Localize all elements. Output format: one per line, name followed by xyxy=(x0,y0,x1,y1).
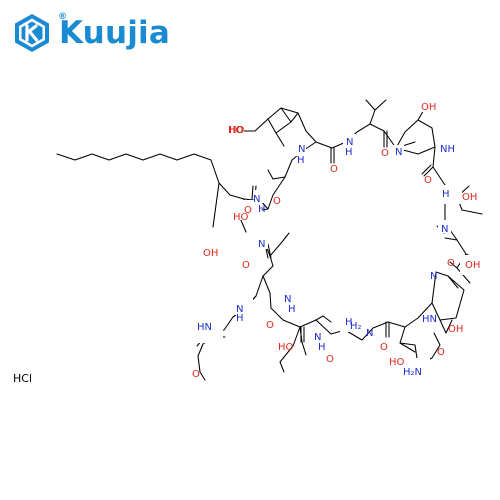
oxygen-label: HO xyxy=(389,357,405,368)
nitrogen-label: H₂N xyxy=(403,367,422,378)
oxygen-label: O xyxy=(192,369,200,380)
salt-label: HCl xyxy=(13,372,33,385)
bond-lines xyxy=(56,99,483,381)
oxygen-label: O xyxy=(381,148,389,159)
k-hexagon-icon xyxy=(15,14,49,52)
registered-mark: ® xyxy=(58,12,67,22)
svg-text:H: H xyxy=(236,313,244,324)
oxygen-label: O xyxy=(424,175,432,186)
nitrogen-label: HN xyxy=(422,314,437,325)
nitrogen-label: N xyxy=(366,328,373,339)
oxygen-label: O xyxy=(244,205,252,216)
atom-labels: HO HO HO N H N H O O N OH NH O OH H N OH… xyxy=(192,100,484,380)
svg-text:HO: HO xyxy=(228,125,244,136)
oxygen-label: O xyxy=(380,342,388,353)
oxygen-label: HO xyxy=(278,342,294,353)
svg-text:H: H xyxy=(258,204,266,215)
nitrogen-label: H xyxy=(345,317,353,328)
oxygen-label: OH xyxy=(203,248,218,259)
nitrogen-label: N xyxy=(441,224,448,235)
svg-text:H: H xyxy=(345,147,353,158)
svg-text:H: H xyxy=(288,304,296,315)
oxygen-label: O xyxy=(266,320,274,331)
oxygen-label: O xyxy=(447,258,455,269)
oxygen-label: OH xyxy=(465,260,480,271)
svg-text:HO: HO xyxy=(228,125,244,136)
nitrogen-label: N xyxy=(258,239,265,250)
brand-name: Kuujia xyxy=(59,15,170,51)
nitrogen-label: N xyxy=(430,271,437,282)
nitrogen-label: N xyxy=(236,304,243,315)
nitrogen-label: HN xyxy=(197,322,212,333)
nitrogen-label: N xyxy=(346,137,353,148)
nitrogen-label: N xyxy=(253,194,260,205)
oxygen-label: OH xyxy=(421,102,436,113)
oxygen-label: O xyxy=(330,164,338,175)
brand-logo[interactable]: ® Kuujia xyxy=(12,12,170,54)
oxygen-label: O xyxy=(242,260,250,271)
nitrogen-label: N xyxy=(284,294,291,305)
nitrogen-label: N xyxy=(314,332,321,343)
svg-text:H₂: H₂ xyxy=(350,321,362,332)
oxygen-label: HO xyxy=(229,125,245,136)
oxygen-label: O xyxy=(326,354,334,365)
nitrogen-label: NH xyxy=(440,144,455,155)
nitrogen-label: N xyxy=(298,144,305,155)
oxygen-label: OH xyxy=(448,324,463,335)
oxygen-label: O xyxy=(437,347,445,358)
svg-text:H: H xyxy=(297,155,305,166)
nitrogen-label: H xyxy=(442,189,450,200)
nitrogen-label: N xyxy=(395,147,402,158)
oxygen-label: OH xyxy=(462,192,477,203)
svg-text:H: H xyxy=(318,342,326,353)
oxygen-label: HO xyxy=(233,212,249,223)
oxygen-label: O xyxy=(273,196,281,207)
